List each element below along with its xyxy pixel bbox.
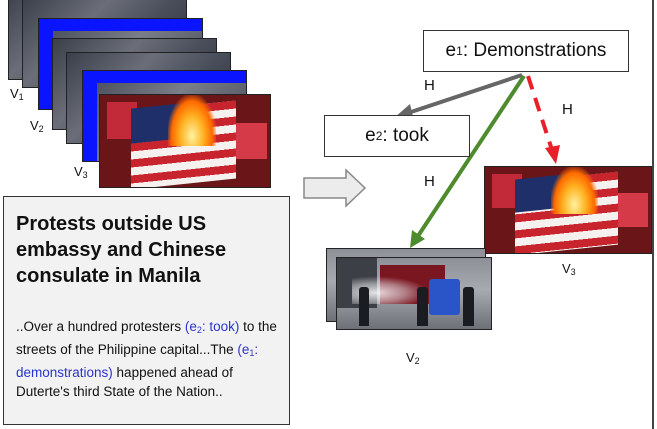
- image-label-v3: V3: [562, 261, 576, 277]
- article-body: ..Over a hundred protesters (e2: took) t…: [16, 319, 277, 399]
- frame-label-v1: V1: [10, 86, 24, 102]
- right-divider: [652, 0, 654, 429]
- article-headline: Protests outside US embassy and Chinese …: [16, 213, 227, 287]
- edge-e1-to-v3: [526, 75, 560, 164]
- edge-label-h: H: [562, 101, 573, 118]
- flag-burning-frame: [99, 94, 271, 188]
- v2-image: [336, 257, 492, 330]
- v3-image: [484, 166, 652, 254]
- edge-e1-to-v2: [410, 74, 526, 248]
- entity-e2-mention: (e2: took): [184, 319, 240, 335]
- image-label-v2: V2: [406, 350, 420, 366]
- edge-label-h: H: [424, 173, 435, 190]
- entity-e1-mention: (e1: demonstrations): [16, 342, 259, 380]
- edge-label-h: H: [424, 77, 435, 94]
- frame-label-v2: V2: [30, 118, 44, 134]
- frame-label-v3: V3: [74, 164, 88, 180]
- news-article-box: Protests outside US embassy and Chinese …: [3, 196, 290, 425]
- block-arrow: [303, 168, 367, 208]
